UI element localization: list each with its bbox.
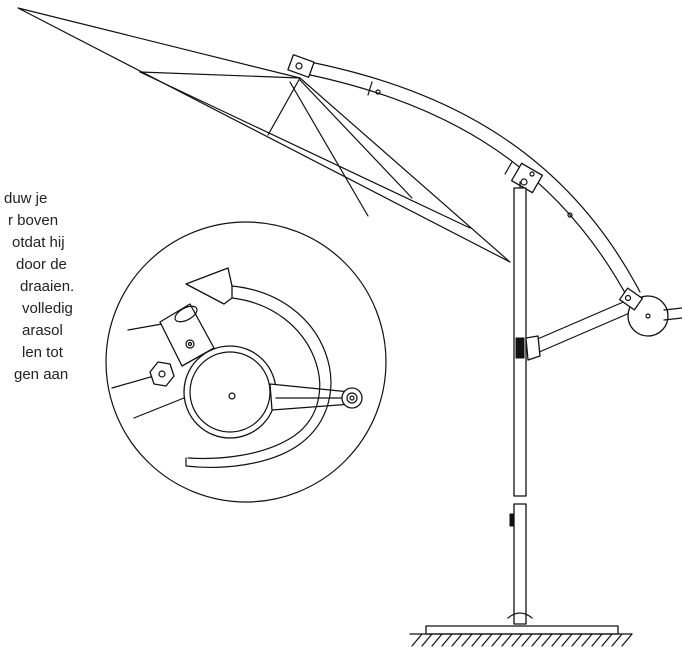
ground-hatching xyxy=(411,633,633,647)
support-strut xyxy=(525,299,633,361)
instruction-line-6: volledig xyxy=(22,300,73,317)
parasol-canopy xyxy=(17,7,511,263)
instruction-line-1: duw je xyxy=(4,190,48,207)
parasol-pole xyxy=(509,181,527,625)
instruction-line-4: door de xyxy=(16,256,67,273)
parasol-base xyxy=(409,612,633,647)
instruction-line-2: r boven xyxy=(8,212,59,229)
cantilever-arm xyxy=(287,54,641,303)
instruction-line-8: len tot xyxy=(22,344,63,361)
counterclockwise-arrow-icon xyxy=(185,267,332,468)
crank-housing xyxy=(618,287,682,337)
instruction-line-5: draaien. xyxy=(20,278,75,295)
instruction-line-7: arasol xyxy=(22,322,63,339)
crank-detail-callout xyxy=(105,221,387,503)
instruction-line-3: otdat hij xyxy=(12,234,65,251)
instruction-line-9: gen aan xyxy=(14,366,69,383)
